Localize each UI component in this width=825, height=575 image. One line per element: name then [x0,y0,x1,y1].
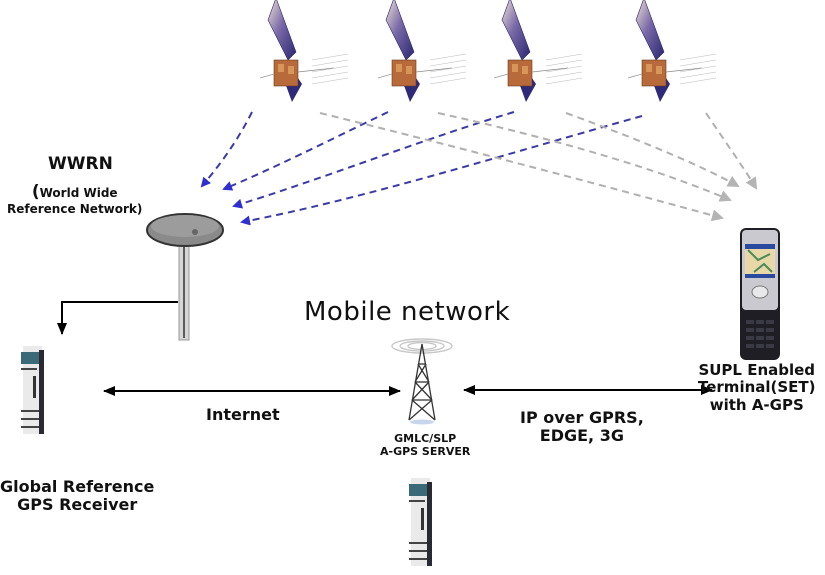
server-label-line1: GMLC/SLP [394,432,457,445]
reference-signal-arrow [240,115,643,226]
server-label-line2: A-GPS SERVER [380,444,471,458]
terminal-label-line2: Terminal(SET) [698,378,816,397]
reference-signal-arrows [200,111,643,226]
terminal-label: SUPL Enabled Terminal(SET) with A-GPS [698,361,816,414]
wwrn-title: WWRN [48,154,113,174]
terminal-label-line1: SUPL Enabled [698,361,816,379]
satellite-icon-1 [259,0,349,103]
cellular-link-label-line1: IP over GPRS, [520,408,644,427]
server-label: GMLC/SLP A-GPS SERVER [380,432,471,458]
cellular-link-label: IP over GPRS, EDGE, 3G [520,408,644,446]
wwrn-subtitle-line1: World Wide [39,186,118,200]
terminal-label-line3: with A-GPS [709,395,804,414]
mobile-phone-icon [740,228,780,360]
reference-receiver-label-line1: Global Reference [0,477,155,496]
reference-signal-arrow [222,111,389,191]
cellular-link-label-line2: EDGE, 3G [539,426,624,446]
terminal-signal-arrow [705,112,758,190]
cell-tower-icon [391,338,453,425]
satellite-icon-3 [493,0,583,103]
gps-antenna-icon [146,213,224,341]
antenna-to-receiver-arrow [57,301,178,335]
satellite-icon-4 [627,0,717,103]
reference-signal-arrow [200,111,253,188]
wwrn-subtitle-line2: Reference Network) [7,201,143,216]
satellite-icon-2 [377,0,467,103]
internet-link-label: Internet [206,405,280,424]
reference-signal-arrow [232,111,515,209]
reference-receiver-computer-icon [18,346,44,434]
terminal-signal-arrow [565,112,740,187]
diagram-title: Mobile network [304,297,511,327]
reference-receiver-label-line2: GPS Receiver [17,495,138,515]
reference-receiver-label: Global Reference GPS Receiver [0,477,155,515]
terminal-signal-arrow [437,112,732,202]
agps-server-computer-icon [406,478,432,566]
wwrn-subtitle: (World Wide Reference Network) [7,182,143,216]
wwrn-open-paren: ( [31,182,40,202]
terminal-signal-arrows [319,112,758,222]
terminal-signal-arrow [319,112,724,222]
